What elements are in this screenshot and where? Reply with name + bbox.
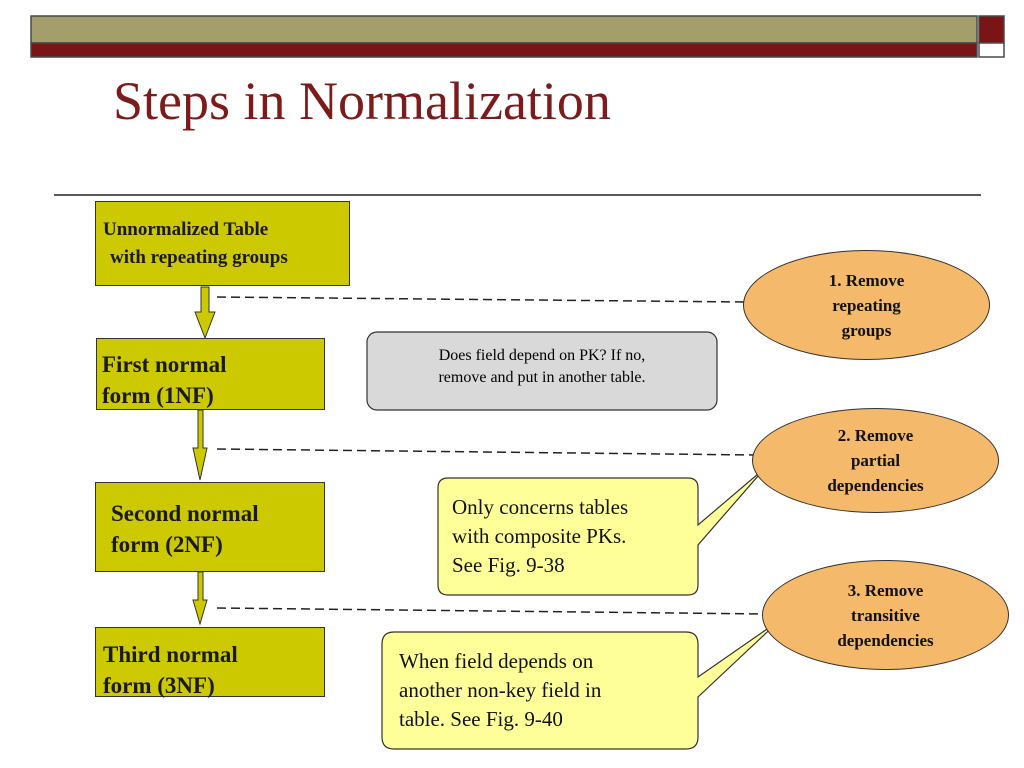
transitive-line3: table. See Fig. 9-40 <box>399 707 563 731</box>
step-unnormalized-line1: Unnormalized Table <box>103 219 269 240</box>
action-remove-partial-dependencies: 2. Remove partial dependencies <box>752 408 999 513</box>
transitive-callout-shape <box>381 619 781 750</box>
action-3-line1: 3. Remove <box>847 580 924 600</box>
arrow-down-3 <box>192 571 208 626</box>
composite-line3: See Fig. 9-38 <box>452 553 565 577</box>
pk-note-text: Does field depend on PK? If no, remove a… <box>367 345 717 389</box>
step-second-normal-form: Second normal form (2NF) <box>95 482 325 572</box>
action-2-line2: partial <box>850 451 901 470</box>
transitive-callout-text: When field depends on another non-key fi… <box>399 647 689 734</box>
action-remove-transitive-dependencies: 3. Remove transitive dependencies <box>762 560 1009 670</box>
action-remove-repeating-groups: 1. Remove repeating groups <box>743 250 990 360</box>
step-1nf-line1: First normal <box>102 352 227 377</box>
step-3nf-line1: Third normal <box>103 642 238 667</box>
action-1-line2: repeating <box>832 295 901 315</box>
composite-callout-shape <box>437 467 766 596</box>
transitive-line2: another non-key field in <box>399 678 602 702</box>
arrow-down-2 <box>192 409 208 481</box>
page-title: Steps in Normalization <box>113 71 611 131</box>
header-bar-underline <box>30 42 978 58</box>
header-bar <box>30 15 978 44</box>
step-third-normal-form: Third normal form (3NF) <box>95 627 325 698</box>
header-corner-square-top <box>978 15 1005 44</box>
arrow-down-1 <box>194 286 216 340</box>
step-unnormalized-table: Unnormalized Table with repeating groups <box>95 201 350 286</box>
action-2-line1: 2. Remove <box>837 426 914 445</box>
step-1nf-line2: form (1NF) <box>102 383 214 408</box>
action-1-line1: 1. Remove <box>828 270 905 290</box>
pk-note-line2: remove and put in another table. <box>438 369 646 386</box>
action-1-line3: groups <box>841 320 892 340</box>
composite-line2: with composite PKs. <box>452 524 627 548</box>
step-first-normal-form: First normal form (1NF) <box>96 338 325 410</box>
step-3nf-line2: form (3NF) <box>103 673 215 698</box>
step-unnormalized-line2: with repeating groups <box>110 247 288 268</box>
dashed-connector-2 <box>216 448 756 456</box>
transitive-line1: When field depends on <box>399 649 594 673</box>
action-3-line2: transitive <box>851 605 920 625</box>
dashed-connector-3 <box>216 607 766 615</box>
action-3-line3: dependencies <box>837 630 934 650</box>
composite-line1: Only concerns tables <box>452 495 629 519</box>
pk-note-box <box>366 331 718 411</box>
dashed-connector-1 <box>216 296 746 303</box>
pk-note-line1: Does field depend on PK? If no, <box>438 347 646 364</box>
action-2-line3: dependencies <box>827 476 924 495</box>
header-corner-square-bottom <box>978 42 1005 58</box>
composite-callout-text: Only concerns tables with composite PKs.… <box>452 493 692 580</box>
step-2nf-line1: Second normal <box>111 501 259 526</box>
step-2nf-line2: form (2NF) <box>111 532 223 557</box>
